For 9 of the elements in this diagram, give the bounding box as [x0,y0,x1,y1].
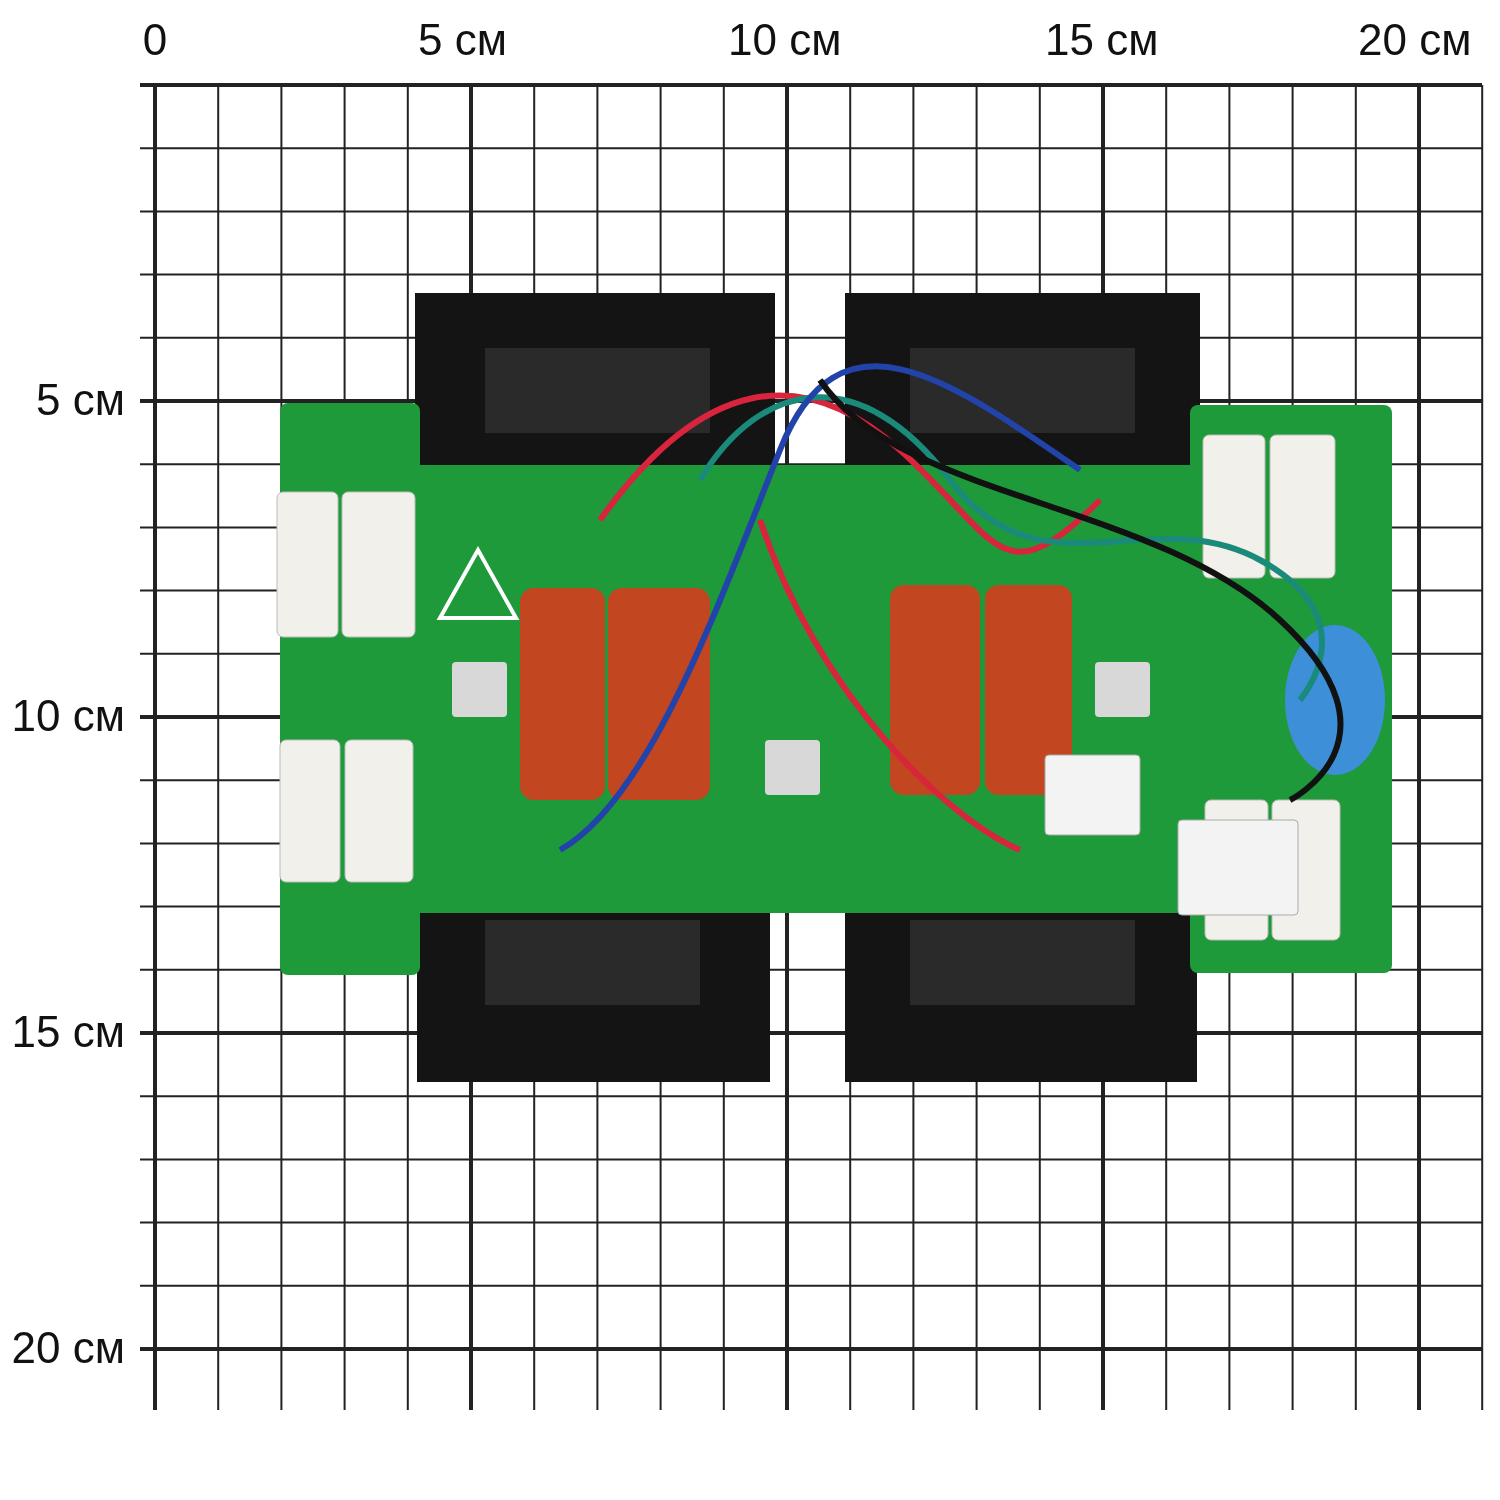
scale-label: 0 [142,18,168,62]
scale-label: 15 см [1045,18,1159,62]
scale-label: 15 см [11,1010,125,1054]
scale-label: 20 см [11,1326,125,1370]
scale-label: 5 см [418,18,507,62]
scale-label: 5 см [36,378,125,422]
scale-label: 20 см [1358,18,1472,62]
scale-label: 10 см [11,694,125,738]
scale-label: 10 см [728,18,842,62]
